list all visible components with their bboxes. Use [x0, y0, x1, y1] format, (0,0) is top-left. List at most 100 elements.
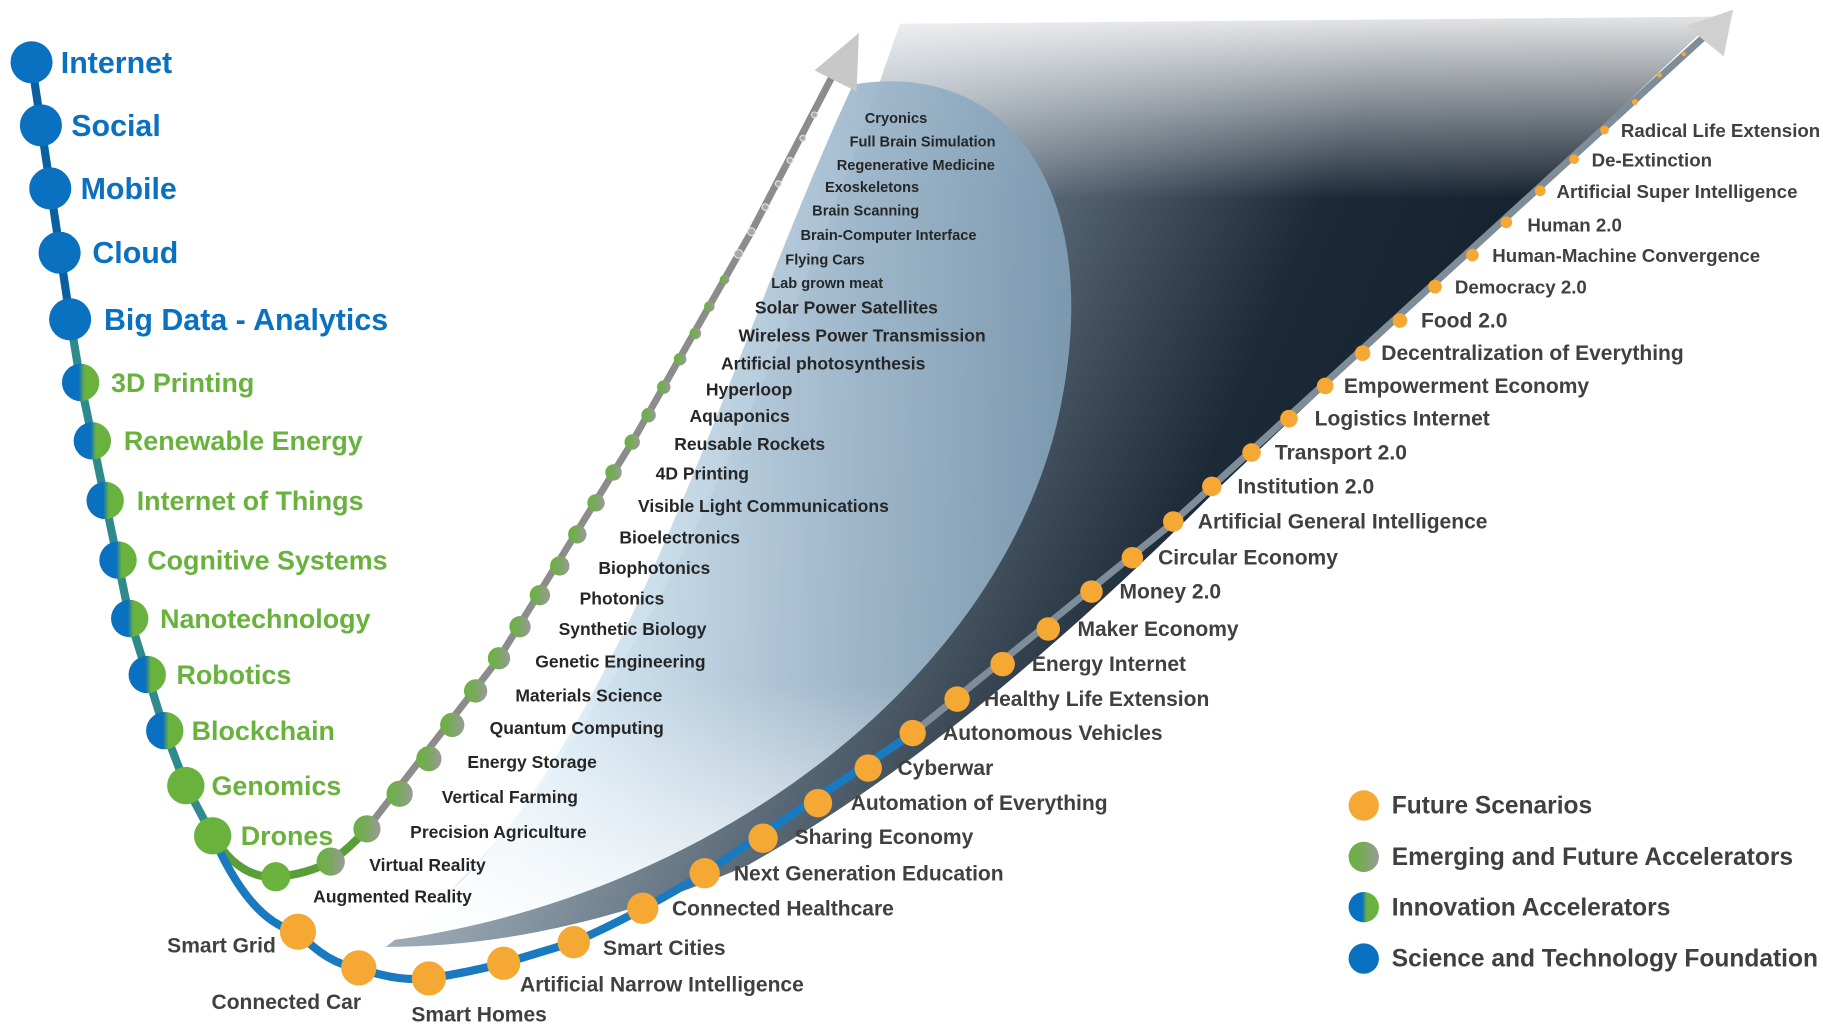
foundation-label: Cloud: [92, 236, 178, 270]
future-node-icon: [557, 926, 590, 959]
innovation-label: 3D Printing: [111, 368, 254, 398]
emerging-node-icon: [440, 712, 465, 737]
emerging-node-icon: [605, 464, 622, 481]
future-label: Democracy 2.0: [1455, 277, 1587, 298]
emerging-node-icon: [719, 274, 730, 285]
emerging-label: Artificial photosynthesis: [721, 354, 926, 374]
future-node-icon: [1534, 185, 1546, 197]
emerging-label: Augmented Reality: [313, 886, 472, 906]
emerging-label: Reusable Rockets: [674, 434, 825, 454]
innovation-label: Robotics: [176, 660, 291, 690]
innovation-node-icon: [73, 422, 112, 460]
future-node-icon: [1631, 98, 1638, 106]
emerging-label: Brain-Computer Interface: [800, 228, 976, 244]
future-arrow-head: [1686, 9, 1734, 57]
foundation-label: Big Data - Analytics: [104, 303, 388, 337]
innovation-label: Internet of Things: [137, 486, 364, 516]
future-node-icon: [1036, 617, 1060, 641]
future-node-icon: [1569, 154, 1579, 165]
legend-label: Future Scenarios: [1392, 793, 1592, 820]
innovation-node-icon: [99, 541, 137, 579]
emerging-node-icon: [487, 647, 511, 670]
future-node-icon: [1316, 377, 1334, 395]
future-label: Maker Economy: [1077, 618, 1238, 641]
emerging-arrow-head: [814, 33, 859, 92]
emerging-node-icon: [704, 301, 715, 312]
future-label: Radical Life Extension: [1621, 120, 1820, 141]
legend-swatch-icon: [1348, 891, 1379, 923]
emerging-label: 4D Printing: [656, 463, 749, 483]
innovation-label: Renewable Energy: [124, 426, 363, 456]
future-node-icon: [487, 946, 521, 980]
foundation-node-icon: [49, 298, 92, 341]
legend-swatch-icon: [1348, 943, 1379, 974]
emerging-node-icon: [747, 227, 756, 237]
emerging-label: Visible Light Communications: [638, 496, 889, 516]
foundation-node-icon: [19, 104, 62, 147]
future-label: De-Extinction: [1592, 149, 1712, 170]
future-node-icon: [1080, 580, 1103, 603]
foundation-node-icon: [29, 167, 72, 210]
emerging-node-icon: [689, 327, 702, 340]
future-label: Artificial Narrow Intelligence: [520, 973, 804, 996]
emerging-node-icon: [786, 156, 794, 164]
future-node-icon: [803, 788, 833, 818]
emerging-node-icon: [761, 203, 770, 212]
future-node-icon: [1392, 313, 1408, 328]
emerging-label: Biophotonics: [598, 558, 710, 578]
emerging-node-icon: [463, 679, 488, 703]
emerging-node-icon: [799, 134, 807, 142]
future-node-icon: [1163, 511, 1184, 532]
future-node-icon: [1202, 476, 1222, 497]
future-label: Next Generation Education: [734, 862, 1004, 885]
emerging-label: Aquaponics: [689, 406, 789, 426]
future-node-icon: [341, 950, 377, 986]
innovation-label: Blockchain: [192, 716, 335, 746]
emerging-node-icon: [416, 746, 442, 772]
future-label: Food 2.0: [1421, 310, 1507, 333]
emerging-node-icon: [509, 616, 531, 638]
future-label: Institution 2.0: [1238, 475, 1375, 498]
innovation-node-icon: [86, 481, 124, 520]
emerging-node-icon: [550, 556, 570, 576]
legend-label: Science and Technology Foundation: [1392, 946, 1818, 973]
foundation-label: Mobile: [81, 172, 177, 206]
future-label: Human-Machine Convergence: [1492, 245, 1760, 266]
emerging-label: Exoskeletons: [825, 180, 919, 196]
innovation-label: Genomics: [212, 771, 342, 801]
emerging-node-icon: [587, 494, 605, 512]
innovation-node-icon: [111, 599, 149, 638]
emerging-node-icon: [529, 584, 551, 606]
emerging-label: Regenerative Medicine: [837, 158, 995, 174]
emerging-node-icon: [641, 407, 656, 423]
foundation-label: Social: [71, 109, 160, 143]
future-node-icon: [1656, 72, 1662, 78]
legend-swatch-icon: [1348, 841, 1379, 873]
future-label: Sharing Economy: [795, 826, 974, 849]
emerging-line-green: [209, 826, 371, 881]
future-node-icon: [1681, 51, 1687, 57]
future-label: Energy Internet: [1032, 653, 1186, 676]
future-node-icon: [1428, 279, 1442, 294]
foundation-node-icon: [38, 231, 81, 274]
future-node-icon: [627, 892, 659, 924]
emerging-label: Solar Power Satellites: [755, 298, 938, 318]
innovation-node-icon: [193, 817, 232, 855]
emerging-label: Materials Science: [515, 685, 662, 705]
future-node-icon: [944, 686, 970, 712]
future-label: Logistics Internet: [1315, 408, 1490, 431]
emerging-label: Lab grown meat: [771, 276, 883, 292]
future-label: Autonomous Vehicles: [943, 722, 1163, 745]
future-label: Artificial Super Intelligence: [1557, 181, 1798, 202]
emerging-label: Flying Cars: [785, 252, 864, 268]
innovation-node-icon: [167, 766, 205, 805]
future-node-icon: [1121, 546, 1144, 569]
future-label: Cyberwar: [897, 757, 993, 780]
emerging-node-icon: [673, 352, 687, 366]
future-line-blue: [208, 730, 914, 984]
